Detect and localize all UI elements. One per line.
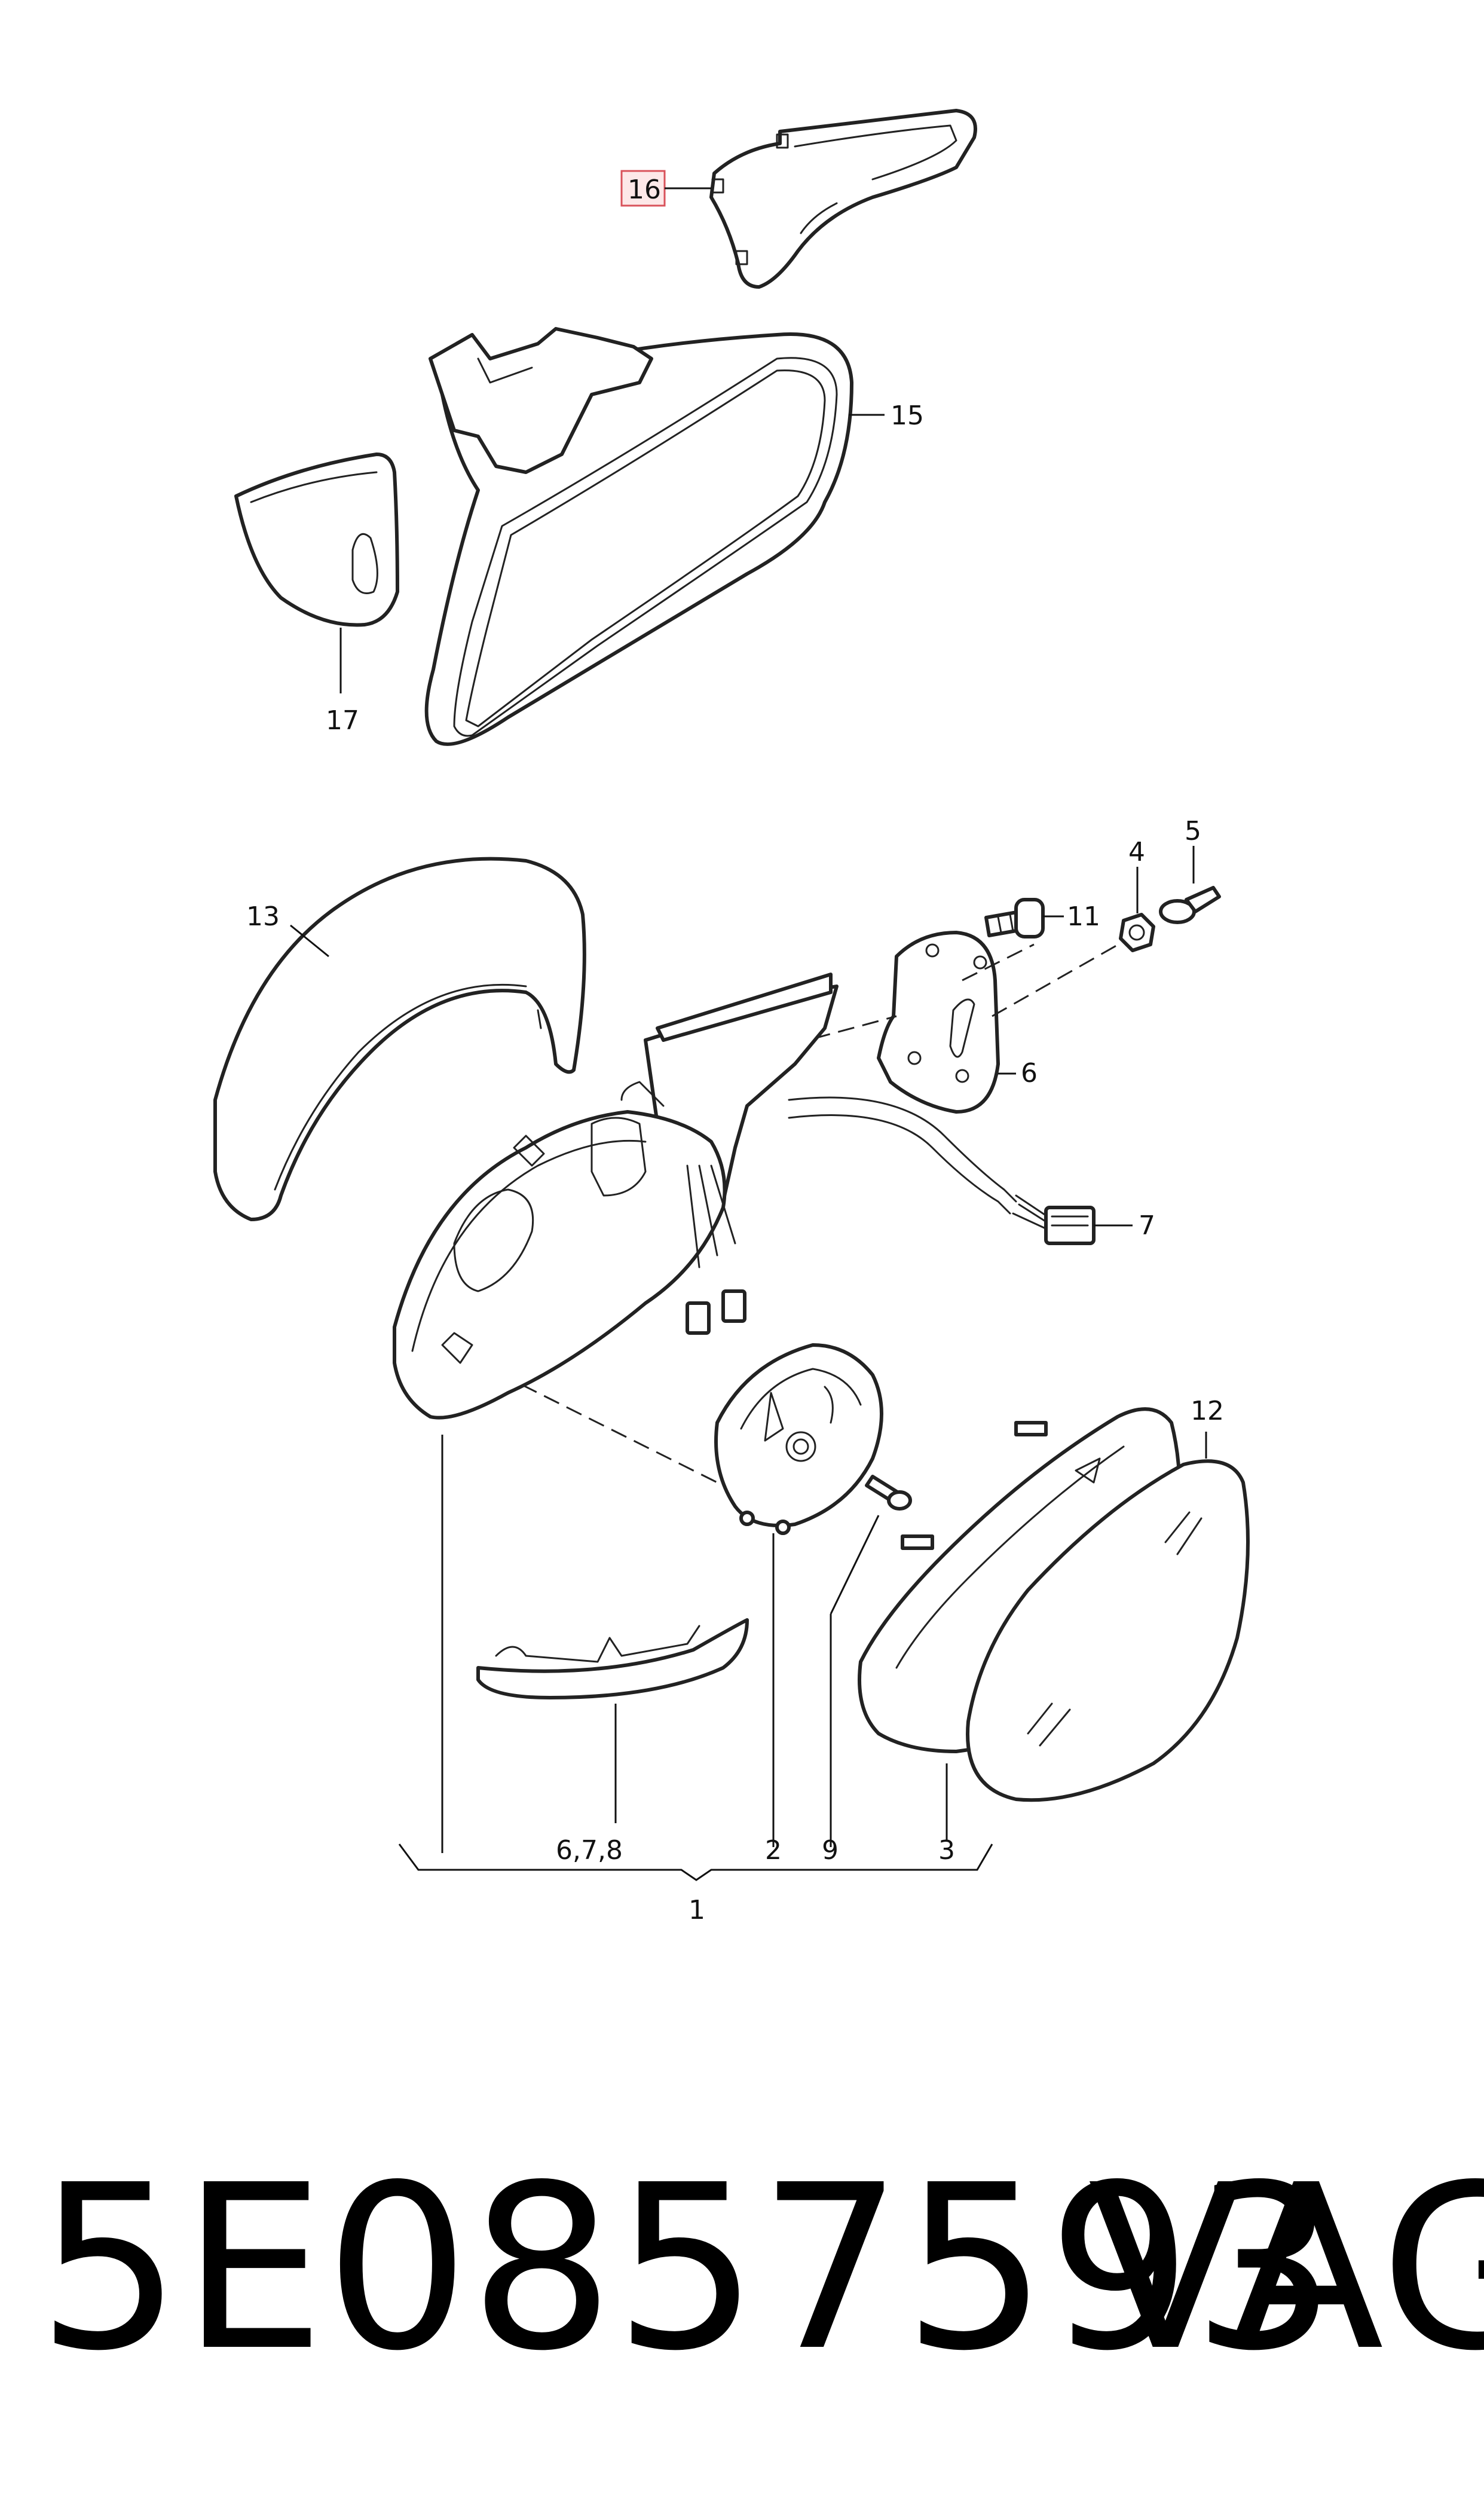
part-4-nut [1119, 913, 1155, 952]
part-12-mirror-glass [966, 1459, 1250, 1802]
part-9-screw [865, 1475, 912, 1511]
mirror-base-assembly [393, 973, 839, 1420]
part-number: 5E0857593 [37, 2136, 1337, 2401]
callout-1: 1 [689, 1895, 705, 1925]
callout-4: 4 [1128, 837, 1145, 867]
part-7-wiring-connector [788, 1096, 1096, 1245]
part-footer: 5E0857593 VAG [0, 2128, 1484, 2409]
callout-16-highlight [620, 170, 666, 207]
assembly-line-c [962, 943, 1035, 982]
brand-label: VAG [1088, 2136, 1484, 2401]
part-2-adjust-motor [714, 1343, 883, 1535]
part-5-clip [1159, 886, 1221, 924]
part-17-cover [234, 453, 399, 627]
callout-2: 2 [765, 1835, 782, 1866]
callout-6: 6 [1021, 1058, 1038, 1089]
part-16-trim-cap [709, 109, 977, 289]
callout-11: 11 [1067, 901, 1100, 932]
callout-7: 7 [1139, 1210, 1155, 1241]
part-6-pad [877, 931, 1000, 1114]
callout-17: 17 [326, 705, 359, 736]
callout-16: 16 [628, 175, 661, 205]
callout-12: 12 [1191, 1396, 1224, 1426]
part-11-screw [984, 898, 1045, 938]
callout-13: 13 [246, 901, 280, 932]
callout-3: 3 [938, 1835, 955, 1866]
callout-15: 15 [891, 401, 924, 431]
callout-9: 9 [822, 1835, 839, 1866]
exploded-parts-diagram: 16 15 17 13 11 4 [213, 109, 1250, 1925]
callout-678: 6,7,8 [556, 1835, 623, 1866]
assembly-line-b [992, 940, 1124, 1017]
part-678-indicator-strip [476, 1618, 749, 1699]
callout-5: 5 [1185, 816, 1201, 846]
assembly-bracket [398, 1844, 993, 1881]
part-15-inner-mirror [424, 327, 853, 746]
part-13-housing-cover [213, 857, 586, 1221]
